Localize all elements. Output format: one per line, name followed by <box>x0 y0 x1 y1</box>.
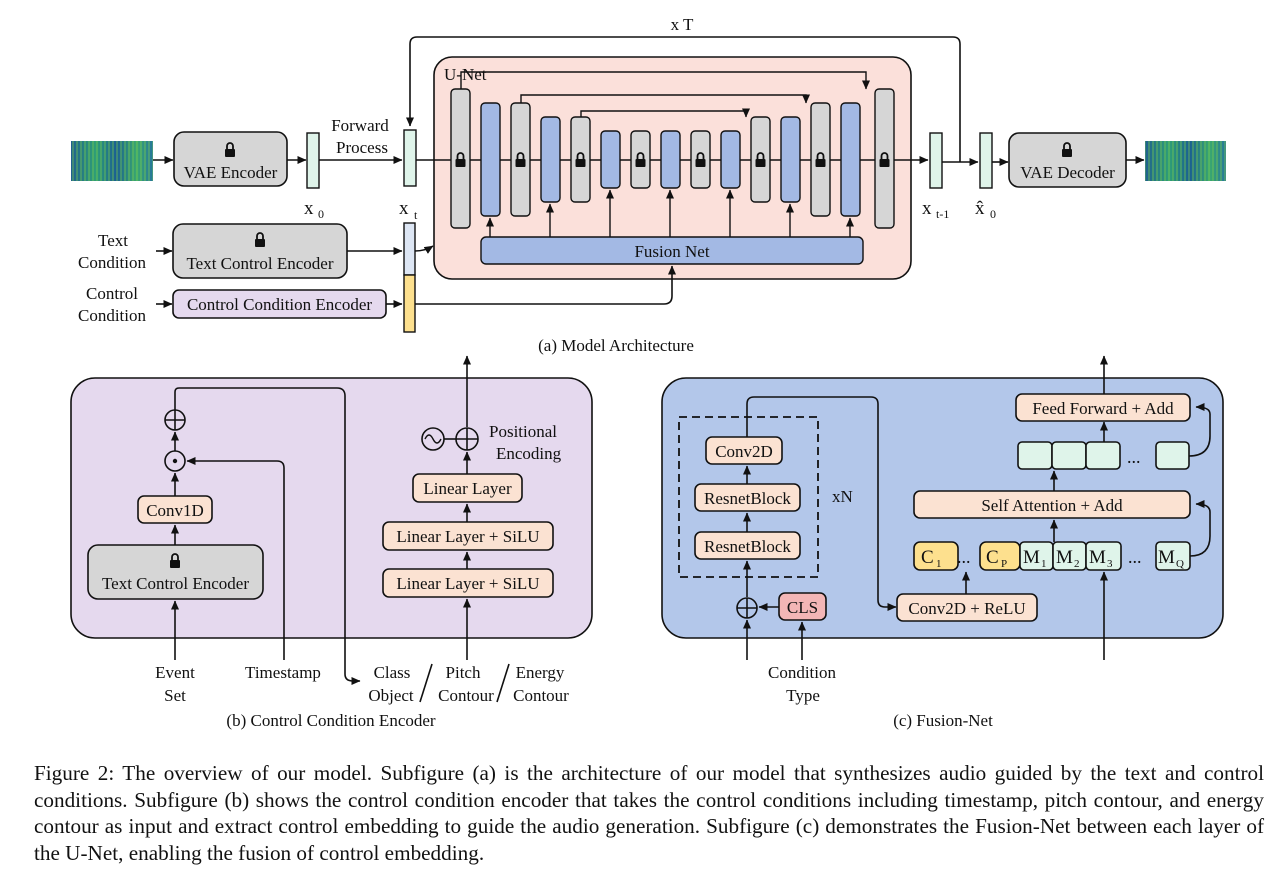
text-embedding-bar <box>403 222 416 276</box>
x0-sub: 0 <box>318 207 324 221</box>
input-spectrogram <box>71 141 153 181</box>
xn-label: xN <box>832 487 853 506</box>
fusion-net-label: Fusion Net <box>634 242 709 261</box>
subfigure-a: x T VAE Encoder x 0 Forward Process x t … <box>71 15 1226 355</box>
token-cp-sub: P <box>1001 558 1007 570</box>
separator-slash <box>419 663 433 703</box>
condition-type-1: Condition <box>768 663 837 682</box>
latent-xt <box>403 129 417 187</box>
embedding-cell <box>1155 441 1190 470</box>
xhat0-sub: 0 <box>990 207 996 221</box>
xt1-sub: t-1 <box>936 207 949 221</box>
positional-encoding-1: Positional <box>489 422 557 441</box>
resnet-label-1: ResnetBlock <box>704 489 791 508</box>
token-m2-sub: 2 <box>1074 558 1080 570</box>
subfigure-a-label: (a) Model Architecture <box>538 336 694 355</box>
subfigure-c: xN Conv2D ResnetBlock ResnetBlock CLS Co… <box>661 355 1224 730</box>
control-embedding-bar <box>403 274 416 333</box>
conv2d-relu-block <box>896 593 1038 622</box>
control-condition-encoder-label-a: Control Condition Encoder <box>187 295 372 314</box>
forward-process-1: Forward <box>331 116 389 135</box>
xhat0-label: x̂ <box>975 198 985 219</box>
unet-label: U-Net <box>444 65 487 84</box>
linear-silu-label-1: Linear Layer + SiLU <box>396 527 539 546</box>
separator-slash <box>496 663 510 703</box>
pitch-contour-2: Contour <box>438 686 494 705</box>
latent-xt-1 <box>929 132 943 189</box>
token-dots-1: ... <box>957 547 971 567</box>
cls-label: CLS <box>787 598 818 617</box>
caption-text: Figure 2: The overview of our model. Sub… <box>34 761 1264 865</box>
positional-encoding-2: Encoding <box>496 444 562 463</box>
figure-diagram: x T VAE Encoder x 0 Forward Process x t … <box>70 15 1226 730</box>
loop-label: x T <box>671 15 694 34</box>
class-object-2: Object <box>368 686 414 705</box>
linear-silu-label-2: Linear Layer + SiLU <box>396 574 539 593</box>
subfigure-b-label: (b) Control Condition Encoder <box>226 711 436 730</box>
text-control-encoder-label-b: Text Control Encoder <box>102 574 249 593</box>
conv2d-label: Conv2D <box>715 442 773 461</box>
xt-sub: t <box>414 208 418 222</box>
text-control-encoder-label-a: Text Control Encoder <box>186 254 333 273</box>
embedding-dots: ... <box>1127 447 1141 467</box>
energy-contour-2: Contour <box>513 686 569 705</box>
fusion-net-block <box>480 236 864 265</box>
token-cp-label: C <box>986 547 999 568</box>
figure-caption: Figure 2: The overview of our model. Sub… <box>34 760 1264 866</box>
token-c1-sub: 1 <box>936 558 942 570</box>
token-c1-label: C <box>921 547 934 568</box>
vae-decoder-label: VAE Decoder <box>1020 163 1115 182</box>
resnet-label-2: ResnetBlock <box>704 537 791 556</box>
subfigure-b: Conv1D Text Control Encoder Positional E… <box>70 355 593 730</box>
latent-xhat0 <box>979 132 993 189</box>
vae-encoder-block <box>173 131 288 187</box>
token-m3 <box>1085 541 1122 571</box>
event-set-1: Event <box>155 663 195 682</box>
token-mq-sub: Q <box>1176 558 1184 570</box>
output-spectrogram <box>1145 141 1226 181</box>
token-m3-sub: 3 <box>1107 558 1113 570</box>
control-condition-1: Control <box>86 284 138 303</box>
token-m1-label: M <box>1023 547 1040 568</box>
x0-label: x <box>304 198 314 219</box>
latent-x0 <box>306 132 320 189</box>
xt1-label: x <box>922 198 932 219</box>
timestamp-label: Timestamp <box>245 663 321 682</box>
conv2d-block <box>705 436 783 465</box>
token-c1 <box>913 541 959 571</box>
text-condition-2: Condition <box>78 253 147 272</box>
loop-arrow <box>406 36 961 162</box>
token-m3-label: M <box>1089 547 1106 568</box>
token-m1-sub: 1 <box>1041 558 1047 570</box>
linear-layer-label: Linear Layer <box>423 479 512 498</box>
condition-type-2: Type <box>786 686 820 705</box>
event-set-2: Set <box>164 686 186 705</box>
feed-forward-block <box>1015 393 1191 422</box>
feed-forward-label: Feed Forward + Add <box>1032 399 1174 418</box>
unet-blocks <box>450 88 895 229</box>
conv1d-label: Conv1D <box>146 501 204 520</box>
class-object-1: Class <box>374 663 411 682</box>
token-dots-2: ... <box>1128 547 1142 567</box>
embedding-cell <box>1051 441 1087 470</box>
linear-silu-block-1 <box>382 521 554 551</box>
control-condition-2: Condition <box>78 306 147 325</box>
repeat-region <box>678 416 819 578</box>
subfigure-c-label: (c) Fusion-Net <box>893 711 993 730</box>
xt-label: x <box>399 198 409 219</box>
energy-contour-1: Energy <box>516 663 565 682</box>
self-attention-block <box>913 490 1191 519</box>
pitch-contour-1: Pitch <box>446 663 481 682</box>
linear-silu-block-2 <box>382 568 554 598</box>
token-mq-label: M <box>1158 547 1175 568</box>
conv2d-relu-label: Conv2D + ReLU <box>908 599 1025 618</box>
self-attention-label: Self Attention + Add <box>981 496 1123 515</box>
embedding-cell <box>1085 441 1121 470</box>
embedding-cell <box>1017 441 1053 470</box>
vae-encoder-label: VAE Encoder <box>184 163 278 182</box>
text-condition-1: Text <box>98 231 128 250</box>
token-m2-label: M <box>1056 547 1073 568</box>
forward-process-2: Process <box>336 138 388 157</box>
